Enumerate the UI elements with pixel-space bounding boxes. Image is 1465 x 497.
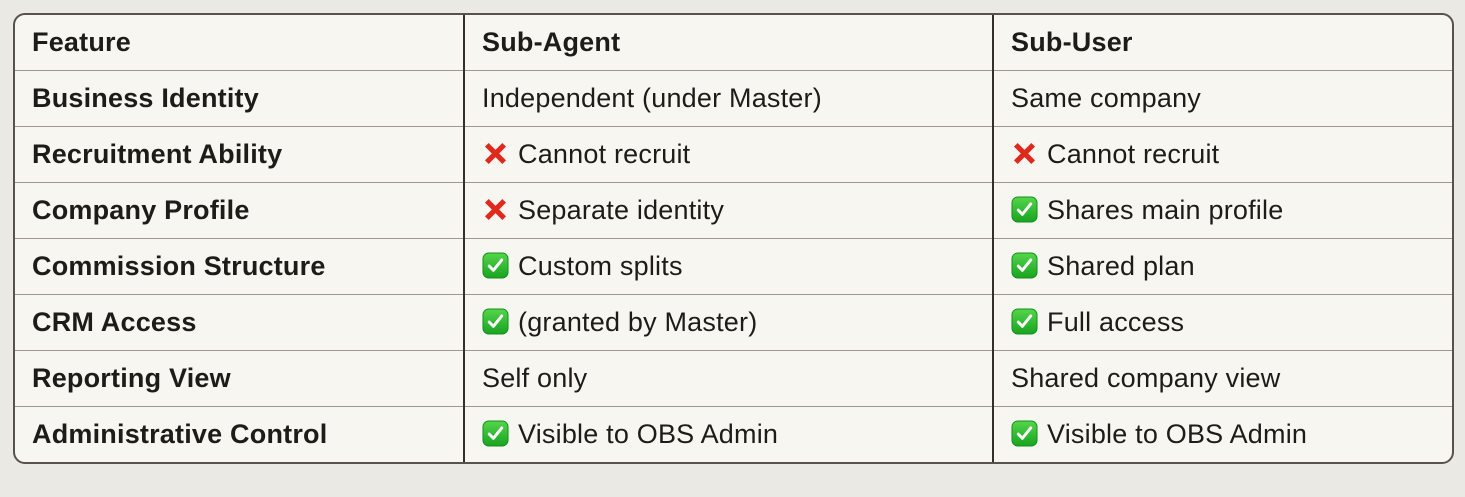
check-icon xyxy=(1011,420,1038,447)
feature-label: Reporting View xyxy=(32,363,231,393)
cell-text: Visible to OBS Admin xyxy=(1047,419,1308,449)
cross-icon xyxy=(1011,140,1038,167)
check-icon xyxy=(482,252,509,279)
feature-label: CRM Access xyxy=(32,307,197,337)
feature-cell: Company Profile xyxy=(15,182,464,239)
table-row-reporting-view: Reporting View Self only Shared company … xyxy=(15,350,1452,407)
cell-text: Custom splits xyxy=(518,251,683,281)
cell-text: Shared plan xyxy=(1047,251,1195,281)
feature-label: Business Identity xyxy=(32,83,259,113)
header-label: Sub-Agent xyxy=(482,27,621,57)
feature-cell: Recruitment Ability xyxy=(15,126,464,183)
check-icon xyxy=(1011,196,1038,223)
column-header-feature: Feature xyxy=(15,15,464,71)
sub-user-cell: Visible to OBS Admin xyxy=(992,406,1452,462)
comparison-table: Feature Sub-Agent Sub-User Business Iden… xyxy=(15,15,1452,462)
sub-agent-cell: Independent (under Master) xyxy=(463,70,993,127)
header-label: Sub-User xyxy=(1011,27,1133,57)
cell-text: Self only xyxy=(482,363,588,393)
cell-text: Cannot recruit xyxy=(1047,139,1220,169)
table-row-crm-access: CRM Access (granted by Master) Full acce… xyxy=(15,294,1452,351)
cell-text: Separate identity xyxy=(518,195,725,225)
sub-agent-cell: Self only xyxy=(463,350,993,407)
sub-user-cell: Shared plan xyxy=(992,238,1452,295)
feature-cell: CRM Access xyxy=(15,294,464,351)
column-header-sub-user: Sub-User xyxy=(992,15,1452,71)
feature-label: Commission Structure xyxy=(32,251,326,281)
header-row: Feature Sub-Agent Sub-User xyxy=(15,15,1452,71)
cell-text: (granted by Master) xyxy=(518,307,758,337)
check-icon xyxy=(1011,252,1038,279)
column-header-sub-agent: Sub-Agent xyxy=(463,15,993,71)
sub-agent-cell: Visible to OBS Admin xyxy=(463,406,993,462)
cell-text: Shared company view xyxy=(1011,363,1281,393)
feature-cell: Reporting View xyxy=(15,350,464,407)
cell-text: Independent (under Master) xyxy=(482,83,822,113)
sub-user-cell: Full access xyxy=(992,294,1452,351)
feature-comparison-table: Feature Sub-Agent Sub-User Business Iden… xyxy=(13,13,1454,464)
feature-cell: Commission Structure xyxy=(15,238,464,295)
cell-text: Shares main profile xyxy=(1047,195,1284,225)
cell-text: Visible to OBS Admin xyxy=(518,419,779,449)
sub-user-cell: Shared company view xyxy=(992,350,1452,407)
check-icon xyxy=(482,420,509,447)
feature-label: Company Profile xyxy=(32,195,250,225)
cross-icon xyxy=(482,140,509,167)
table-row-business-identity: Business Identity Independent (under Mas… xyxy=(15,70,1452,127)
sub-user-cell: Same company xyxy=(992,70,1452,127)
sub-agent-cell: Custom splits xyxy=(463,238,993,295)
cell-text: Full access xyxy=(1047,307,1185,337)
check-icon xyxy=(1011,308,1038,335)
feature-label: Administrative Control xyxy=(32,419,328,449)
table-row-commission-structure: Commission Structure Custom splits Share… xyxy=(15,238,1452,295)
sub-user-cell: Cannot recruit xyxy=(992,126,1452,183)
table-row-company-profile: Company Profile Separate identity Shares… xyxy=(15,182,1452,239)
cell-text: Same company xyxy=(1011,83,1201,113)
check-icon xyxy=(482,308,509,335)
table-row-administrative-control: Administrative Control Visible to OBS Ad… xyxy=(15,406,1452,462)
sub-agent-cell: Cannot recruit xyxy=(463,126,993,183)
header-label: Feature xyxy=(32,27,131,57)
sub-agent-cell: (granted by Master) xyxy=(463,294,993,351)
feature-cell: Administrative Control xyxy=(15,406,464,462)
feature-cell: Business Identity xyxy=(15,70,464,127)
feature-label: Recruitment Ability xyxy=(32,139,283,169)
cross-icon xyxy=(482,196,509,223)
cell-text: Cannot recruit xyxy=(518,139,691,169)
table-row-recruitment-ability: Recruitment Ability Cannot recruit Canno… xyxy=(15,126,1452,183)
sub-agent-cell: Separate identity xyxy=(463,182,993,239)
sub-user-cell: Shares main profile xyxy=(992,182,1452,239)
